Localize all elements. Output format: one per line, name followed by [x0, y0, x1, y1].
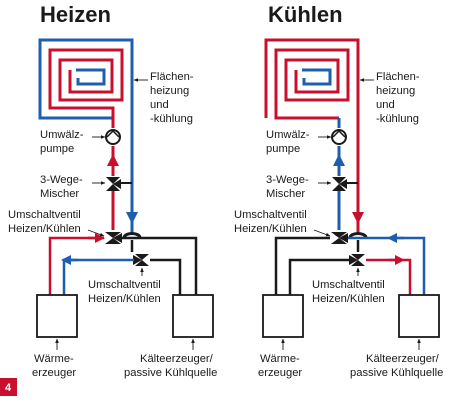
- leader-lines: [281, 78, 421, 350]
- coil-spiral-red: [274, 48, 350, 120]
- label-flaechen-4: -kühlung: [376, 113, 419, 125]
- leader-lines: [55, 78, 195, 350]
- label-chiller-2: passive Kühlquelle: [124, 367, 217, 379]
- heat-loop-black: [274, 236, 330, 295]
- label-heat-generator-1: Wärme-: [260, 353, 300, 365]
- label-flaechen-2: heizung: [150, 85, 189, 97]
- return-hook: [348, 232, 368, 239]
- label-pump-1: Umwälz-: [266, 129, 310, 141]
- label-pump-2: pumpe: [40, 143, 74, 155]
- label-chiller-1: Kälteerzeuger/: [140, 353, 214, 365]
- label-flaechen-3: und: [376, 99, 395, 111]
- return-line: [122, 195, 142, 239]
- label-pump-2: pumpe: [266, 143, 300, 155]
- cold-supply-blue: [348, 236, 426, 295]
- three-way-mixer: [106, 177, 121, 191]
- label-heat-generator-2: erzeuger: [258, 367, 302, 379]
- return-hook: [122, 232, 142, 239]
- cold-return-red: [366, 258, 412, 295]
- floor-heating-coil: [264, 38, 360, 210]
- label-valve-lower-1: Umschaltventil: [312, 279, 385, 291]
- label-valve-upper-1: Umschaltventil: [8, 209, 81, 221]
- coil-outer-red: [264, 38, 360, 210]
- switching-valve-upper: [105, 232, 122, 244]
- heat-generator-box: [262, 294, 304, 338]
- label-chiller-1: Kälteerzeuger/: [366, 353, 440, 365]
- label-flaechen-1: Flächen-: [376, 71, 420, 83]
- label-mixer-2: Mischer: [40, 188, 79, 200]
- page-number: 4: [5, 382, 12, 394]
- chiller-box: [172, 294, 214, 338]
- heat-supply-red: [48, 236, 104, 295]
- circulation-pump: [331, 129, 347, 145]
- label-valve-lower-2: Heizen/Kühlen: [88, 293, 161, 305]
- label-valve-upper-2: Heizen/Kühlen: [8, 223, 81, 235]
- label-valve-upper-1: Umschaltventil: [234, 209, 307, 221]
- label-valve-lower-1: Umschaltventil: [88, 279, 161, 291]
- label-mixer-1: 3-Wege-: [266, 174, 309, 186]
- panel-heizen: Heizen: [8, 2, 217, 379]
- label-flaechen-4: -kühlung: [150, 113, 193, 125]
- page-number-badge: 4: [0, 378, 17, 396]
- label-flaechen-1: Flächen-: [150, 71, 194, 83]
- panel-title: Kühlen: [268, 2, 343, 27]
- generator-piping: [274, 236, 426, 295]
- label-heat-generator-2: erzeuger: [32, 367, 76, 379]
- switching-valve-lower: [349, 254, 365, 266]
- panel-title: Heizen: [40, 2, 111, 27]
- cold-loop-black-2: [150, 258, 182, 295]
- switching-valve-upper: [331, 232, 348, 244]
- label-valve-lower-2: Heizen/Kühlen: [312, 293, 385, 305]
- coil-spiral-red: [48, 48, 124, 118]
- heat-generator-box: [36, 294, 78, 338]
- label-pump-1: Umwälz-: [40, 129, 84, 141]
- coil-spiral-blue: [76, 68, 106, 86]
- label-chiller-2: passive Kühlquelle: [350, 367, 443, 379]
- coil-spiral-blue: [302, 68, 332, 86]
- heat-loop-black-2: [288, 258, 350, 295]
- label-heat-generator-1: Wärme-: [34, 353, 74, 365]
- switching-valve-lower: [133, 254, 149, 266]
- label-flaechen-2: heizung: [376, 85, 415, 97]
- cold-loop-black: [122, 236, 198, 295]
- return-line: [348, 195, 368, 239]
- label-flaechen-3: und: [150, 99, 169, 111]
- chiller-box: [398, 294, 440, 338]
- label-mixer-1: 3-Wege-: [40, 174, 83, 186]
- three-way-mixer: [332, 177, 347, 191]
- label-mixer-2: Mischer: [266, 188, 305, 200]
- panel-kuehlen: Kühlen: [234, 2, 443, 379]
- circulation-pump: [105, 129, 121, 145]
- label-valve-upper-2: Heizen/Kühlen: [234, 223, 307, 235]
